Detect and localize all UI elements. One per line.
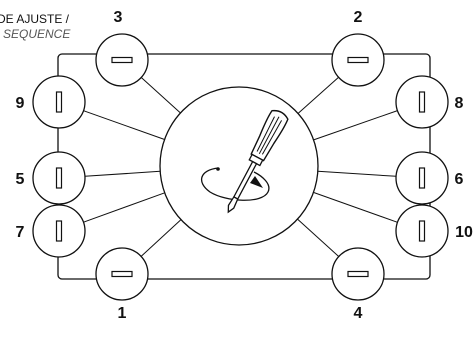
connector-lines	[83, 76, 398, 257]
bolt-4: 4	[331, 247, 385, 322]
bolt-label-9: 9	[16, 95, 25, 112]
connector-line-3	[140, 77, 181, 114]
bolt-slot-7	[55, 220, 63, 242]
bolt-slot-1	[111, 270, 133, 278]
connector-line-2	[297, 76, 339, 114]
bolt-label-6: 6	[455, 171, 464, 188]
bolt-3: 3	[95, 9, 149, 87]
bolt-label-3: 3	[114, 9, 123, 26]
bolt-2: 2	[331, 9, 385, 87]
bolt-5: 5	[16, 151, 86, 205]
bolt-1: 1	[95, 247, 149, 322]
screwdriver-icon	[227, 109, 289, 214]
bolt-label-1: 1	[118, 305, 127, 322]
bolt-slot-3	[111, 56, 133, 64]
connector-line-4	[297, 218, 340, 257]
connector-line-1	[140, 219, 182, 257]
bolt-slot-2	[347, 56, 369, 64]
rotation-arrow-icon	[200, 167, 270, 201]
bolt-slot-5	[55, 167, 63, 189]
bolt-slot-8	[418, 91, 426, 113]
connector-line-5	[84, 170, 161, 177]
bolt-positions: 3 2 9 8 5 6 7 10 1 4	[16, 9, 473, 322]
bolt-label-10: 10	[455, 224, 473, 241]
bolt-label-7: 7	[16, 224, 25, 241]
bolt-slot-6	[418, 167, 426, 189]
center-hub	[159, 86, 319, 246]
bolt-10: 10	[395, 204, 473, 258]
bolt-label-5: 5	[16, 171, 25, 188]
bolt-label-2: 2	[354, 9, 363, 26]
connector-line-7	[83, 192, 165, 223]
heading-line-1: DE AJUSTE /	[0, 12, 70, 26]
bolt-8: 8	[395, 75, 464, 129]
bolt-slot-4	[347, 270, 369, 278]
bolt-slot-9	[55, 91, 63, 113]
heading-line-2: SEQUENCE	[3, 27, 71, 41]
bolt-7: 7	[16, 204, 86, 258]
bolt-6: 6	[395, 151, 464, 205]
connector-line-10	[313, 191, 398, 223]
connector-line-8	[313, 110, 398, 141]
bolt-slot-10	[418, 220, 426, 242]
connector-line-9	[83, 110, 165, 140]
connector-line-6	[317, 170, 397, 177]
bolt-9: 9	[16, 75, 86, 129]
bolt-label-8: 8	[455, 95, 464, 112]
bolt-label-4: 4	[354, 305, 363, 322]
